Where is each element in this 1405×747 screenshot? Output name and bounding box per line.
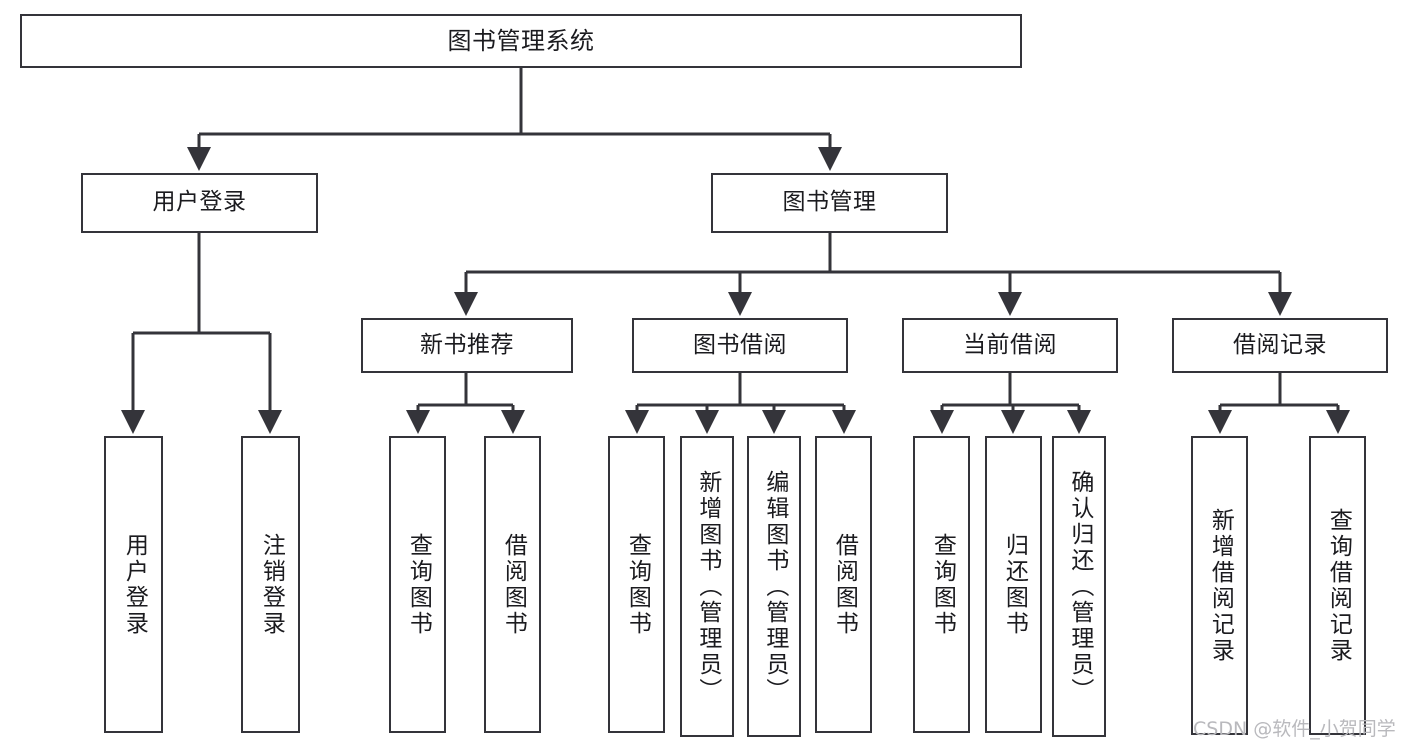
node-leaf-confirm-return[interactable]: 确认归还（管理员） <box>1052 436 1106 737</box>
node-leaf-add-record[interactable]: 新增借阅记录 <box>1191 436 1248 735</box>
node-leaf-add-book[interactable]: 新增图书（管理员） <box>680 436 734 737</box>
node-leaf-logout-label: 注销登录 <box>258 532 285 637</box>
node-user-login[interactable]: 用户登录 <box>81 173 318 233</box>
node-leaf-query-record-label: 查询借阅记录 <box>1325 507 1352 664</box>
csdn-watermark: CSDN @软件_小贺同学 <box>1193 718 1396 740</box>
node-leaf-query-book-1[interactable]: 查询图书 <box>389 436 446 733</box>
node-new-book-recommend[interactable]: 新书推荐 <box>361 318 573 373</box>
node-leaf-query-book-3-label: 查询图书 <box>929 532 956 637</box>
node-leaf-borrow-book-1-label: 借阅图书 <box>500 532 527 637</box>
node-leaf-borrow-book-1[interactable]: 借阅图书 <box>484 436 541 733</box>
node-borrow-record-label: 借阅记录 <box>1233 331 1327 358</box>
node-current-borrow[interactable]: 当前借阅 <box>902 318 1118 373</box>
node-leaf-query-book-3[interactable]: 查询图书 <box>913 436 970 733</box>
node-borrow-record[interactable]: 借阅记录 <box>1172 318 1388 373</box>
node-leaf-borrow-book-2-label: 借阅图书 <box>831 532 858 637</box>
node-leaf-return-book-label: 归还图书 <box>1001 532 1028 637</box>
node-root-label: 图书管理系统 <box>447 26 595 55</box>
node-new-book-recommend-label: 新书推荐 <box>420 331 514 358</box>
node-leaf-user-login[interactable]: 用户登录 <box>104 436 163 733</box>
node-leaf-query-book-1-label: 查询图书 <box>405 532 432 637</box>
node-book-borrow[interactable]: 图书借阅 <box>632 318 848 373</box>
node-book-manage[interactable]: 图书管理 <box>711 173 948 233</box>
node-book-manage-label: 图书管理 <box>782 189 877 216</box>
node-leaf-logout[interactable]: 注销登录 <box>241 436 300 733</box>
node-book-borrow-label: 图书借阅 <box>693 331 787 358</box>
node-leaf-query-book-2-label: 查询图书 <box>624 532 651 637</box>
node-leaf-borrow-book-2[interactable]: 借阅图书 <box>815 436 872 733</box>
node-leaf-add-book-label: 新增图书（管理员） <box>694 469 721 704</box>
node-leaf-user-login-label: 用户登录 <box>121 532 148 637</box>
node-leaf-add-record-label: 新增借阅记录 <box>1207 507 1234 664</box>
node-leaf-query-book-2[interactable]: 查询图书 <box>608 436 665 733</box>
node-current-borrow-label: 当前借阅 <box>963 331 1057 358</box>
node-root[interactable]: 图书管理系统 <box>20 14 1022 68</box>
node-leaf-edit-book-label: 编辑图书（管理员） <box>761 469 788 704</box>
node-leaf-confirm-return-label: 确认归还（管理员） <box>1066 469 1093 704</box>
node-leaf-return-book[interactable]: 归还图书 <box>985 436 1042 733</box>
node-user-login-label: 用户登录 <box>152 189 247 216</box>
node-leaf-edit-book[interactable]: 编辑图书（管理员） <box>747 436 801 737</box>
node-leaf-query-record[interactable]: 查询借阅记录 <box>1309 436 1366 735</box>
